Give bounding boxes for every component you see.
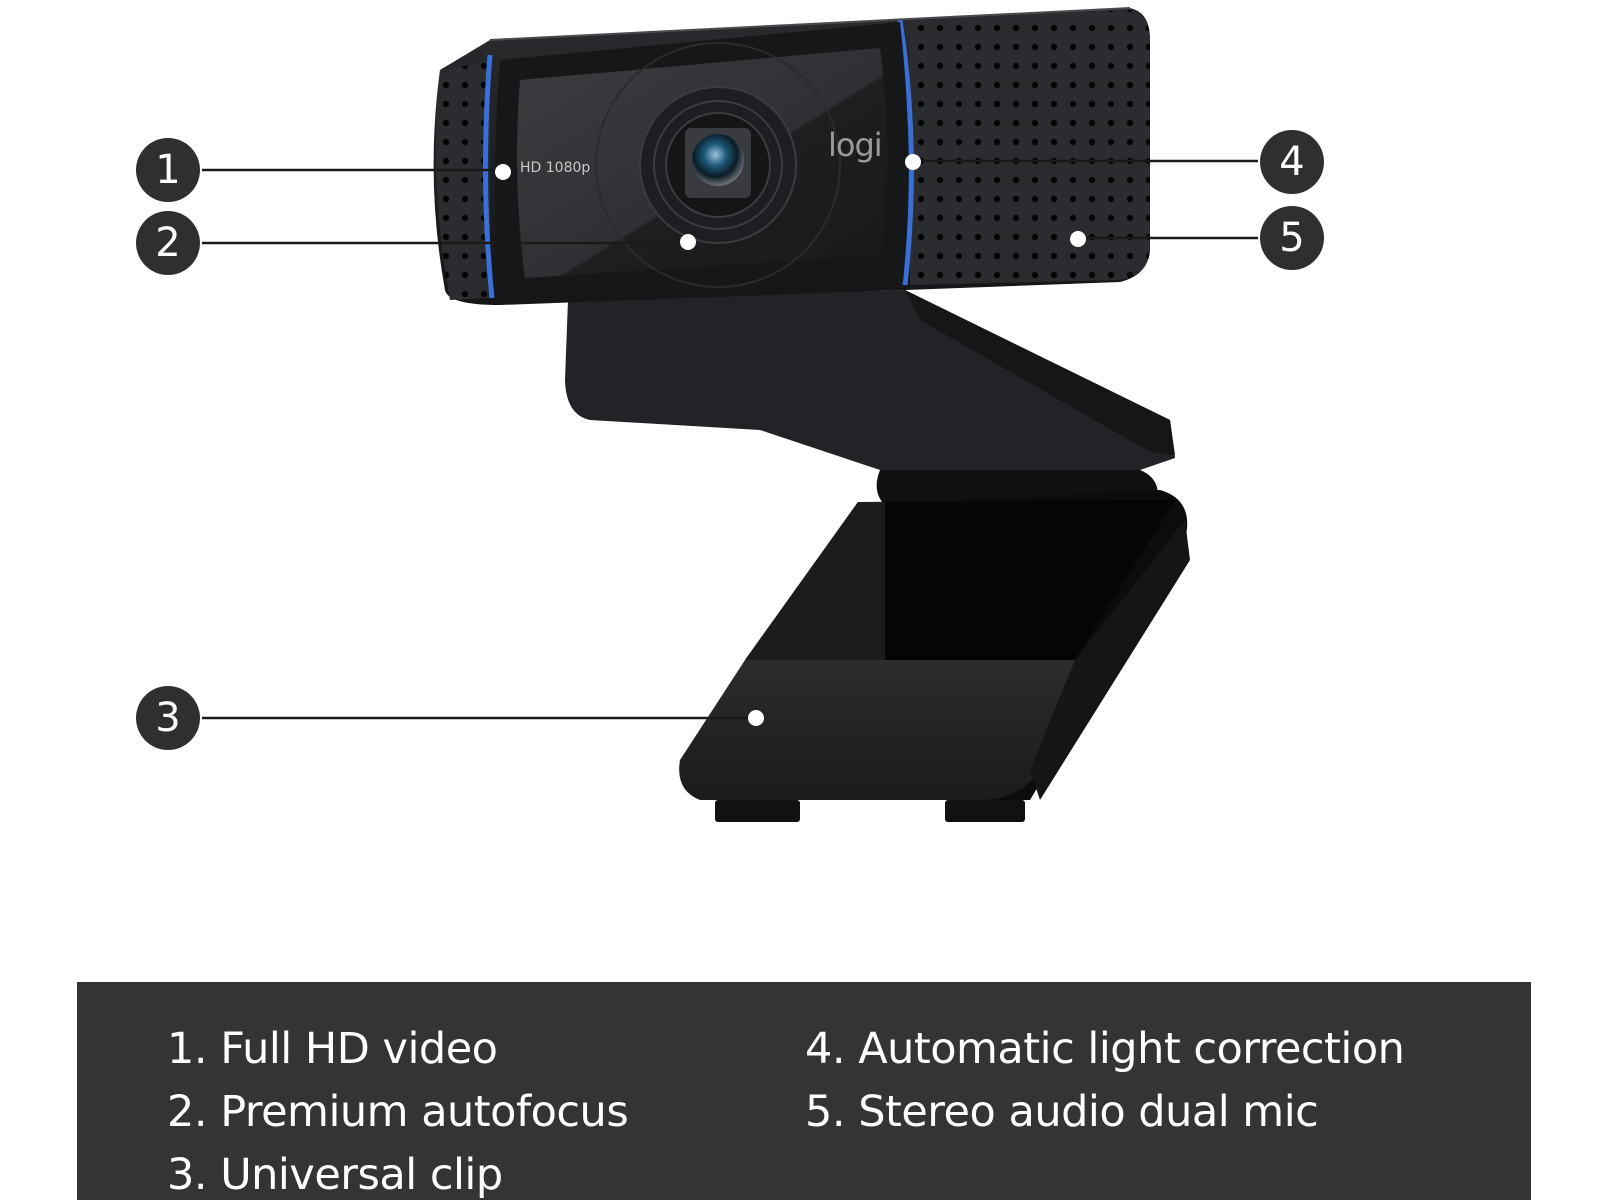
- callout-1: 1: [136, 138, 200, 202]
- feature-5: 5. Stereo audio dual mic: [805, 1087, 1319, 1137]
- callout-2: 2: [136, 211, 200, 275]
- feature-legend: 1. Full HD video 2. Premium autofocus 3.…: [77, 982, 1531, 1200]
- callout-4: 4: [1260, 130, 1324, 194]
- callout-3: 3: [136, 686, 200, 750]
- feature-3: 3. Universal clip: [167, 1150, 503, 1200]
- brand-logo: logi: [828, 126, 883, 164]
- feature-2: 2. Premium autofocus: [167, 1087, 629, 1137]
- callout-dot-2: [680, 234, 696, 250]
- feature-1: 1. Full HD video: [167, 1024, 498, 1074]
- callout-dot-3: [748, 710, 764, 726]
- lens-label: HD 1080p: [520, 160, 591, 176]
- callout-dot-4: [905, 154, 921, 170]
- callout-dot-1: [495, 164, 511, 180]
- callout-dot-5: [1070, 231, 1086, 247]
- callout-5: 5: [1260, 206, 1324, 270]
- feature-4: 4. Automatic light correction: [805, 1024, 1405, 1074]
